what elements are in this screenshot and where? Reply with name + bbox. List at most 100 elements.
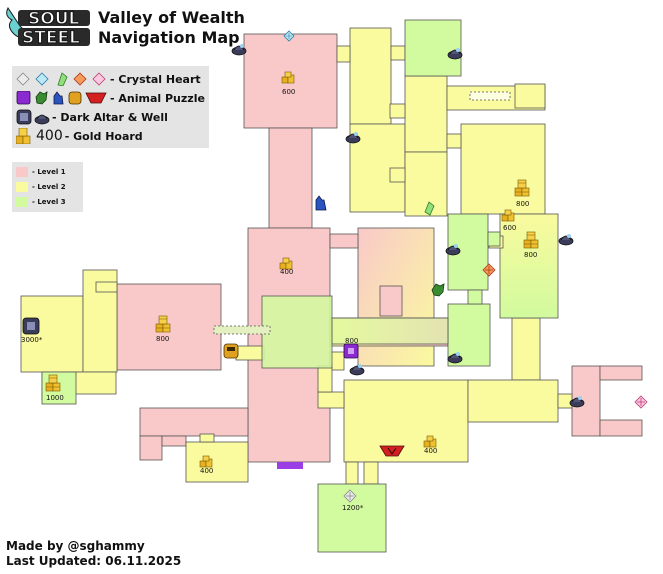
- purple-door: [277, 462, 303, 469]
- corridor-center-right: [511, 317, 541, 381]
- crystal-heart-icon-white: [343, 489, 357, 503]
- gold-label: 800: [516, 200, 529, 208]
- soul-steel-logo: SOUL STEEL: [6, 7, 90, 49]
- crystal-heart-icon-green: [424, 201, 435, 216]
- corridor-lower-connect: [317, 391, 345, 409]
- gold-label: 1000: [46, 394, 64, 402]
- corridor-lower-down: [345, 461, 359, 485]
- corridor-pink-connector: [329, 233, 359, 249]
- corridor-purple-2: [317, 365, 333, 393]
- gold-label: 800: [156, 335, 169, 343]
- crystal-heart-icon-pink: [634, 395, 648, 409]
- corridor-lower-down-2: [363, 461, 379, 485]
- dark-well-icon: [349, 363, 365, 376]
- gold-label: 800: [345, 337, 358, 345]
- room-lower-right: [467, 379, 559, 423]
- animal-puzzle-green-icon: [431, 283, 445, 297]
- level1-swatch: [16, 167, 28, 177]
- level-key-row: - Level 1: [16, 166, 66, 178]
- animal-puzzle-blue-icon: [315, 195, 327, 211]
- dark-altar-icon: [22, 317, 40, 335]
- gold-hoard-legend-icon: [16, 128, 31, 144]
- map-title: Valley of Wealth Navigation Map: [98, 8, 245, 48]
- legend-animal-label: - Animal Puzzle: [110, 91, 205, 105]
- animal-puzzle-icons: [16, 91, 107, 105]
- animal-puzzle-orange-icon: [223, 343, 239, 359]
- level-key-row: - Level 2: [16, 181, 66, 193]
- legend-row-altar: - Dark Altar & Well: [16, 108, 168, 126]
- room-top-green: [404, 19, 462, 77]
- crystal-heart-icon-cyan: [283, 30, 295, 42]
- legend-gold-label: - Gold Hoard: [64, 129, 143, 143]
- level1-label: - Level 1: [32, 168, 66, 176]
- legend-crystal-label: - Crystal Heart: [110, 72, 201, 86]
- legend-panel: - Crystal Heart - Animal Puzzle - Dark A…: [12, 66, 209, 148]
- room-far-right-inner2: [599, 419, 643, 437]
- title-line2: Navigation Map: [98, 28, 240, 47]
- gold-label: 800: [524, 251, 537, 259]
- dark-well-icon: [345, 131, 361, 144]
- corridor-gold-center: [235, 345, 265, 361]
- level-key-row: - Level 3: [16, 196, 66, 208]
- room-far-right-inner: [599, 365, 643, 381]
- corridor-bottom-left-yellow: [199, 433, 215, 443]
- title-line1: Valley of Wealth: [98, 8, 245, 27]
- altar-well-icons: [16, 109, 50, 125]
- gold-label: 400: [200, 467, 213, 475]
- legend-row-animal: - Animal Puzzle: [16, 89, 205, 107]
- animal-puzzle-purple-icon: [343, 343, 359, 359]
- room-right-top: [514, 83, 546, 109]
- legend-row-gold: 400 - Gold Hoard: [16, 127, 143, 145]
- gold-label: 1200*: [342, 504, 364, 512]
- gold-label: 3000*: [21, 336, 43, 344]
- overlay-green-corridor: [331, 317, 449, 345]
- corridor-top-1: [336, 45, 351, 63]
- level-key: - Level 1 - Level 2 - Level 3: [12, 162, 83, 212]
- gold-label: 400: [424, 447, 437, 455]
- room-bottom-left-hall: [139, 407, 249, 437]
- logo-line1: SOUL: [28, 9, 79, 29]
- corridor-green-r: [487, 231, 501, 247]
- room-pink-stub: [379, 285, 403, 317]
- corridor-top-2: [390, 45, 406, 61]
- legend-altar-label: - Dark Altar & Well: [52, 110, 168, 124]
- animal-puzzle-red-icon: [379, 445, 405, 457]
- room-bottom-left-yellow: [185, 441, 249, 483]
- logo-line2: STEEL: [22, 28, 80, 48]
- level2-swatch: [16, 182, 28, 192]
- dark-well-icon: [558, 233, 574, 246]
- level2-label: - Level 2: [32, 183, 66, 191]
- room-lower-hall: [343, 379, 469, 463]
- overlay-green-center: [261, 295, 333, 369]
- legend-row-crystal: - Crystal Heart: [16, 70, 201, 88]
- corridor-bottom-left-v: [161, 435, 187, 447]
- hidden-path-right: [469, 91, 511, 101]
- corridor-lower-right: [557, 393, 573, 409]
- room-gradient-yg-right: [499, 213, 559, 319]
- level3-label: - Level 3: [32, 198, 66, 206]
- room-top-yellow-1: [349, 27, 392, 125]
- room-right-big: [460, 123, 546, 215]
- footer-updated: Last Updated: 06.11.2025: [6, 554, 182, 568]
- gold-label: 400: [280, 268, 293, 276]
- level3-swatch: [16, 197, 28, 207]
- footer: Made by @sghammy Last Updated: 06.11.202…: [6, 539, 181, 569]
- corridor-vertical-top: [268, 127, 313, 229]
- corridor-right-big: [446, 133, 462, 149]
- gold-label: 600: [503, 224, 516, 232]
- crystal-heart-icons: [16, 72, 106, 86]
- footer-made-by: Made by @sghammy: [6, 539, 145, 553]
- legend-gold-value: 400: [36, 128, 63, 144]
- room-mid-stack-1: [404, 75, 448, 153]
- level2-rooms: [20, 27, 573, 485]
- level3-rooms: [41, 19, 501, 553]
- corridor-green-stub: [467, 289, 483, 305]
- room-bottom-left-narrow: [139, 435, 163, 461]
- gold-label: 600: [282, 88, 295, 96]
- hidden-path-left: [213, 325, 271, 335]
- crystal-heart-icon-orange: [482, 263, 496, 277]
- corridor-mid-stack-2: [389, 167, 406, 183]
- room-left-top: [95, 281, 118, 293]
- room-mid-stack-2: [404, 151, 448, 217]
